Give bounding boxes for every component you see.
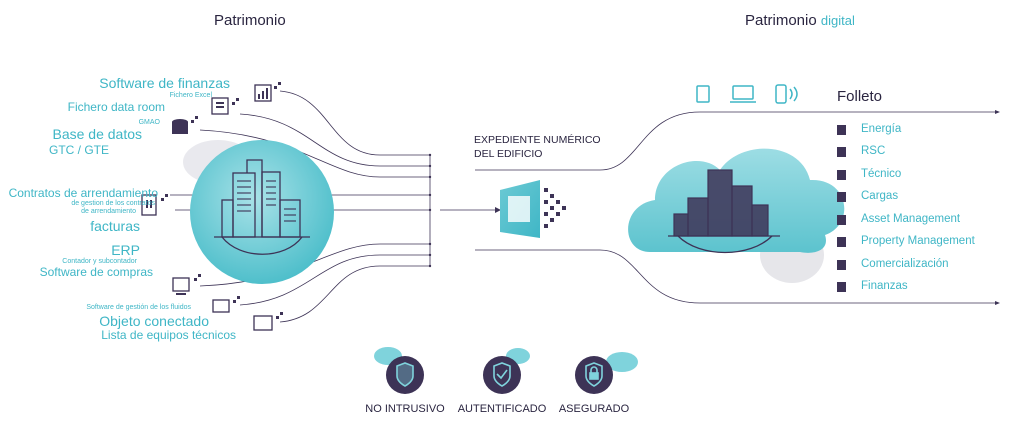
label-gestion-fluidos: Software de gestión de los fluidos (86, 304, 191, 311)
arrow-finanzas (995, 301, 1000, 305)
folleto-item-asset-management: Asset Management (861, 213, 961, 225)
folleto-item-cargas: Cargas (861, 190, 899, 202)
label-software-finanzas: Software de finanzas (99, 75, 230, 91)
folleto-item-comercializacion: Comercialización (861, 258, 949, 270)
expediente-icon (500, 180, 566, 238)
folleto-item-energia: Energía (861, 123, 902, 135)
label-gestion-contratos-1: de gestion de los contratos (71, 200, 155, 207)
badge-autentificado: AUTENTIFICADO (457, 403, 547, 415)
label-gestion-contratos-2: de arrendamiento (81, 208, 136, 215)
label-lista-equipos: Lista de equipos técnicos (101, 328, 236, 342)
label-fichero-excel: Fichero Excel (169, 92, 212, 99)
right-title-main: Patrimonio (745, 12, 817, 29)
arrow-to-expediente (495, 207, 501, 213)
folleto-item-finanzas: Finanzas (861, 280, 908, 292)
right-title: Patrimonio digital (745, 12, 855, 29)
label-erp: ERP (111, 242, 140, 258)
badge-no-intrusivo: NO INTRUSIVO (365, 403, 445, 415)
badge-shields (396, 362, 603, 387)
label-base-de-datos: Base de datos (52, 126, 142, 142)
arrowheads-left (428, 153, 432, 268)
label-fichero-data-room: Fichero data room (67, 100, 165, 114)
expediente-label-line2: DEL EDIFICIO (474, 148, 543, 160)
folleto-bullets (837, 125, 846, 292)
source-icons (141, 84, 273, 331)
digital-cloud (628, 148, 845, 283)
folleto-item-property-management: Property Management (861, 235, 975, 247)
device-icons (696, 84, 798, 104)
label-facturas: facturas (90, 218, 140, 234)
folleto-item-rsc: RSC (861, 145, 886, 157)
badge-clouds (374, 347, 638, 394)
building-circle (183, 140, 334, 284)
label-gmao: GMAO (138, 119, 160, 126)
badge-asegurado: ASEGURADO (558, 403, 630, 415)
arrow-folleto (995, 110, 1000, 114)
source-icon-dots (146, 82, 283, 319)
output-connection-lines (475, 111, 995, 304)
folleto-title: Folleto (837, 88, 883, 105)
label-gtc-gte: GTC / GTE (49, 143, 109, 157)
expediente-label-line1: EXPEDIENTE NUMÉRICO (474, 134, 601, 146)
expediente-label: EXPEDIENTE NUMÉRICO DEL EDIFICIO (474, 133, 601, 161)
right-title-accent: digital (820, 13, 855, 28)
left-title: Patrimonio (214, 12, 286, 29)
label-objeto-conectado: Objeto conectado (99, 313, 209, 329)
label-contador: Contador y subcontador (62, 258, 137, 265)
label-contratos: Contratos de arrendamiento (8, 186, 158, 200)
label-software-compras: Software de compras (39, 265, 153, 279)
folleto-item-tecnico: Técnico (861, 168, 902, 180)
